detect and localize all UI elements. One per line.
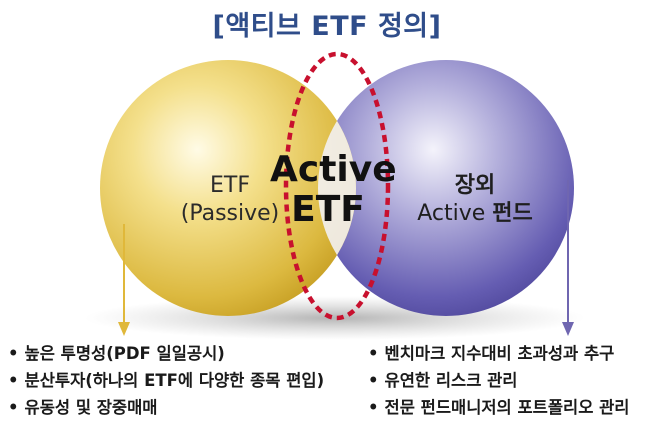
right-label-line1: 장외: [454, 173, 496, 198]
diagram-title: [액티브 ETF 정의]: [212, 11, 442, 42]
list-item: 유동성 및 장중매매: [8, 394, 324, 421]
overlap-dashed-border: [283, 51, 391, 321]
left-label-line1: ETF: [210, 173, 250, 198]
right-arrow-head: [562, 322, 574, 336]
floor-shadow: [85, 296, 585, 340]
left-arrow-head: [118, 322, 130, 336]
right-label-line2-prefix: Active: [417, 200, 493, 226]
list-item: 높은 투명성(PDF 일일공시): [8, 340, 324, 367]
list-item: 분산투자(하나의 ETF에 다양한 종목 편입): [8, 367, 325, 394]
left-circle-label: ETF (Passive): [150, 172, 310, 227]
center-label-line1: Active: [270, 149, 397, 190]
center-label-line2: ETF: [291, 189, 365, 231]
center-label: Active ETF: [270, 149, 397, 231]
right-circle-label: 장외 Active 펀드: [390, 172, 560, 227]
list-item: 유연한 리스크 관리: [368, 367, 629, 394]
left-label-line2: (Passive): [180, 200, 280, 226]
list-item: 벤치마크 지수대비 초과성과 추구: [368, 340, 629, 367]
etf-features-list: 높은 투명성(PDF 일일공시) 분산투자(하나의 ETF에 다양한 종목 편입…: [8, 340, 325, 421]
right-label-line2: Active 펀드: [417, 201, 533, 226]
active-fund-features-list: 벤치마크 지수대비 초과성과 추구 유연한 리스크 관리 전문 펀드매니저의 포…: [368, 340, 630, 421]
right-label-line2-bold: 펀드: [492, 200, 533, 226]
list-item: 전문 펀드매니저의 포트폴리오 관리: [368, 394, 630, 421]
